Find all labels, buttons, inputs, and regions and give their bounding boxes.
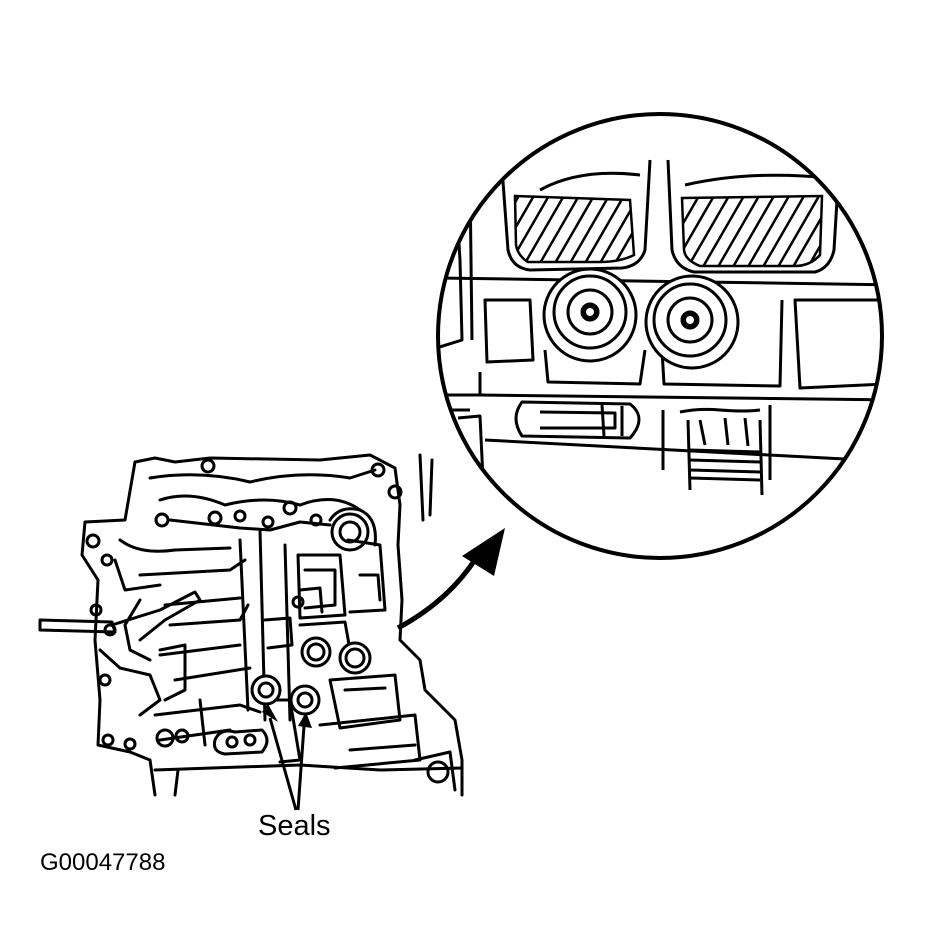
valve-body-drawing: [38, 453, 464, 797]
seals-callout-label: Seals: [258, 810, 331, 842]
valve-body-seal-upper-right: [338, 641, 372, 675]
valve-body-seal-upper-left: [300, 636, 332, 668]
valve-body-seal-lower-left: [250, 674, 282, 706]
figure-id-code: G00047788: [40, 849, 166, 876]
detail-magnifier: [436, 112, 884, 560]
valve-body-seal-lower-right: [289, 684, 321, 716]
seals-leader-arrows: [262, 704, 312, 811]
seal-detail-right: [644, 274, 740, 370]
seal-detail-left: [542, 267, 638, 363]
magnify-pointer-arrow: [396, 528, 505, 631]
